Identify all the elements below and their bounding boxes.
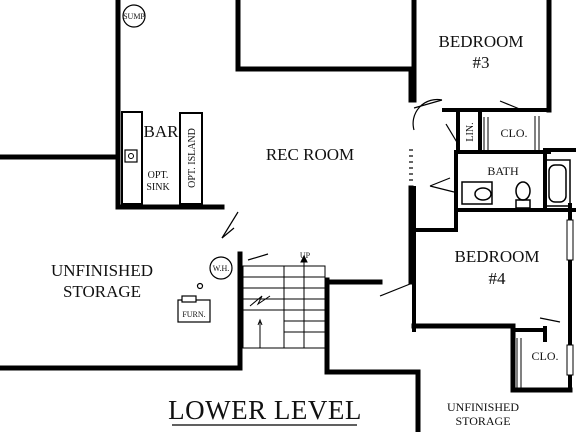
opt-sink-label-line1: OPT. xyxy=(148,170,169,181)
fixture-labels: SUMP W.H. FURN. UP xyxy=(123,12,311,319)
rec-room-label: REC ROOM xyxy=(266,145,354,164)
plan-title: LOWER LEVEL xyxy=(168,395,362,425)
doors xyxy=(221,98,561,323)
bedroom4-label-line2: #4 xyxy=(489,269,507,288)
unfinished-storage-left-line1: UNFINISHED xyxy=(51,261,153,280)
stairs xyxy=(242,254,326,349)
stairs-up-label: UP xyxy=(300,251,311,260)
water-heater-label: W.H. xyxy=(213,264,230,273)
bedroom4-label-line1: BEDROOM xyxy=(454,247,539,266)
bedroom3-label-line2: #3 xyxy=(473,53,490,72)
bath-fixtures xyxy=(461,159,571,209)
unfinished-storage-right-line2: STORAGE xyxy=(455,414,510,428)
opt-sink-label-line2: SINK xyxy=(146,182,170,193)
bar-label: BAR xyxy=(144,122,180,141)
opt-island-label: OPT. ISLAND xyxy=(187,128,198,188)
room-labels: BEDROOM #3 REC ROOM BAR OPT. ISLAND OPT.… xyxy=(51,32,559,428)
unfinished-storage-right-line1: UNFINISHED xyxy=(447,400,519,414)
closet-bottom-label: CLO. xyxy=(532,349,559,363)
linen-label: LIN. xyxy=(465,122,476,141)
mechanical xyxy=(122,4,233,323)
furnace-label: FURN. xyxy=(182,310,205,319)
unfinished-storage-left-line2: STORAGE xyxy=(63,282,141,301)
bedroom3-label-line1: BEDROOM xyxy=(438,32,523,51)
bath-label: BATH xyxy=(487,164,519,178)
bar-counter xyxy=(121,111,203,205)
sump-label: SUMP xyxy=(123,12,145,21)
windows xyxy=(566,219,574,376)
closet-top-label: CLO. xyxy=(501,126,528,140)
